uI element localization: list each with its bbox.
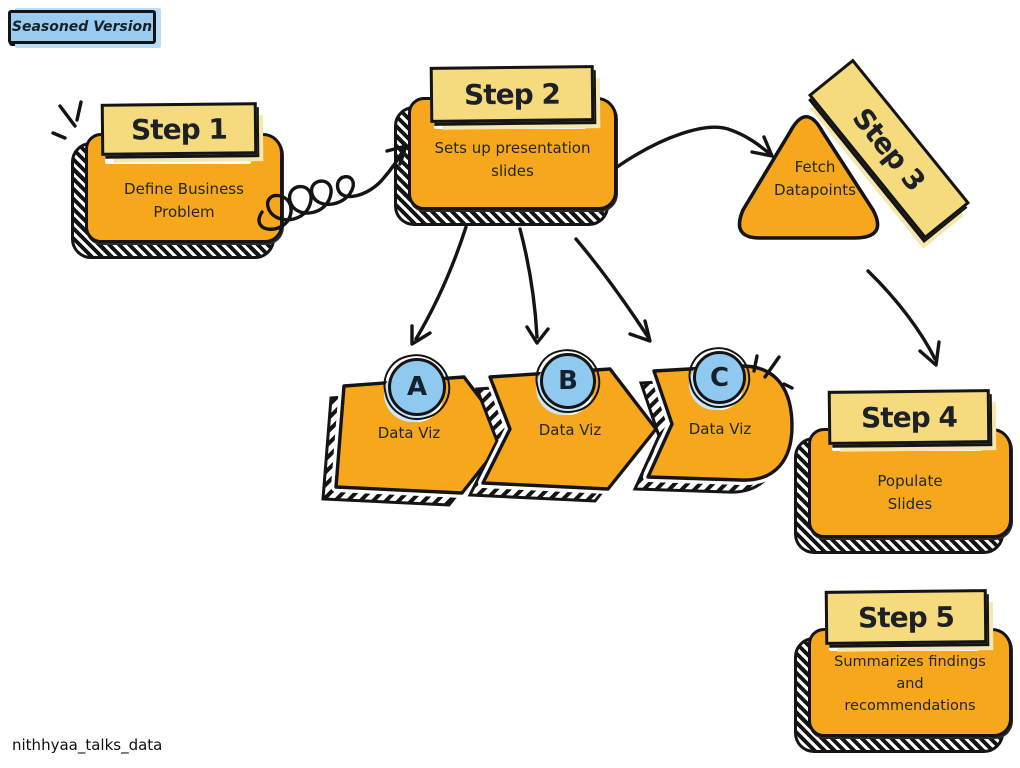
branch-a-shape: A Data Viz (321, 358, 514, 507)
chevron-c-icon (632, 361, 797, 494)
triangle-icon (737, 114, 880, 240)
step-2-title: Step 2 (429, 65, 595, 123)
branch-a-letter: A (406, 372, 428, 402)
step-2-title-label: Step 2 (463, 76, 561, 112)
step-5-card: Step 5 Summarizes findings and recommend… (794, 589, 1012, 754)
branch-b-letter: B (558, 366, 578, 396)
step-3-description: Fetch Datapoints (774, 158, 856, 199)
step-5-title-label: Step 5 (857, 599, 955, 635)
arrow-step2-branch-b-icon (518, 227, 539, 339)
step-1-description: Define Business Problem (124, 180, 244, 221)
chevron-b-icon (467, 364, 661, 503)
footer-handle: nithhyaa_talks_data (12, 736, 163, 754)
step-2-card: Step 2 Sets up presentation slides (394, 65, 617, 227)
step-4-description: Populate Slides (877, 472, 943, 513)
step-2-description: Sets up presentation slides (434, 139, 591, 180)
step-4-card: Step 4 Populate Slides (794, 389, 1012, 555)
branch-b-description: Data Viz (538, 421, 602, 439)
step-4-title: Step 4 (827, 389, 991, 445)
step-3-shape: Fetch Datapoints (730, 98, 900, 248)
arrow-step3-step4-head-icon (918, 340, 941, 367)
arrow-step2-branch-c-icon (574, 237, 650, 339)
step-5-title: Step 5 (824, 589, 988, 645)
arrow-step2-branch-b-head-icon (525, 325, 550, 345)
arrow-step2-branch-c-head-icon (628, 319, 652, 343)
branch-a-badge: A (388, 358, 446, 416)
step-1-card: Step 1 Define Business Problem (71, 102, 283, 260)
branch-c-badge: C (693, 351, 746, 404)
arrow-step2-branch-a-icon (414, 225, 468, 341)
sparkle-step1-icon (51, 100, 83, 140)
step-4-title-label: Step 4 (860, 399, 958, 435)
branch-b-badge: B (540, 353, 596, 409)
arrow-step2-branch-a-head-icon (410, 324, 432, 346)
step-1-title: Step 1 (100, 102, 258, 156)
branch-c-description: Data Viz (688, 420, 752, 438)
branch-c-shape: C Data Viz (632, 351, 800, 494)
step-1-title-label: Step 1 (130, 111, 228, 147)
arrow-step3-step4-icon (866, 269, 937, 361)
branch-c-letter: C (709, 362, 730, 393)
branch-b-shape: B Data Viz (467, 353, 664, 503)
step-5-description: Summarizes findings and recommendations (834, 654, 986, 714)
version-badge: Seasoned Version (8, 10, 156, 44)
branch-a-description: Data Viz (377, 424, 441, 442)
version-badge-label: Seasoned Version (11, 19, 153, 35)
